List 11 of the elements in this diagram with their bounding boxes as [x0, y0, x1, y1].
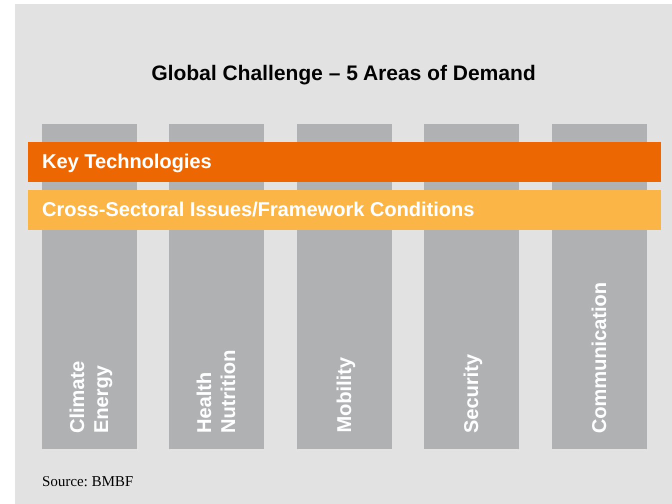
area-label: Climate Energy	[66, 360, 114, 433]
area-label: Mobility	[332, 357, 356, 433]
band-label: Cross-Sectoral Issues/Framework Conditions	[42, 198, 474, 223]
horizontal-band	[28, 190, 661, 230]
area-label: Communication	[588, 282, 612, 433]
band-label: Key Technologies	[42, 150, 212, 175]
diagram-title: Global Challenge – 5 Areas of Demand	[150, 61, 537, 87]
area-label: Security	[460, 354, 484, 433]
area-label: Health Nutrition	[192, 348, 240, 433]
horizontal-band	[28, 142, 661, 182]
source-note: Source: BMBF	[42, 473, 134, 492]
